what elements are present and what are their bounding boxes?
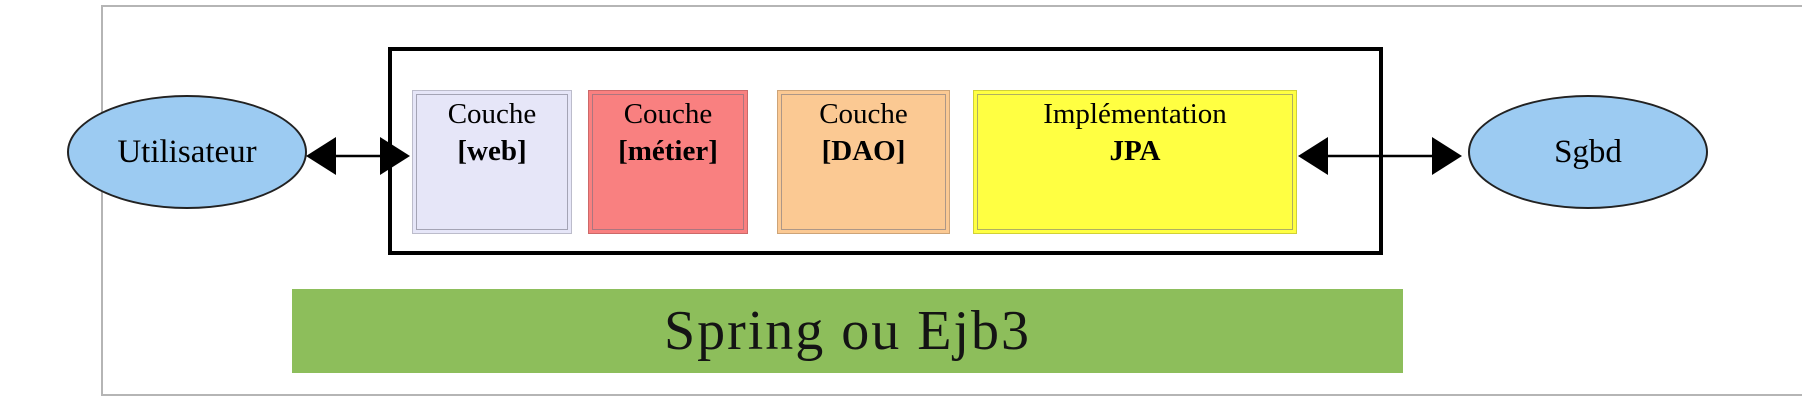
layer-metier-tag: [métier]	[618, 135, 718, 167]
database-ellipse: Sgbd	[1468, 95, 1708, 209]
layer-web-tag: [web]	[457, 135, 527, 167]
layer-jpa-title: Implémentation	[1043, 98, 1227, 130]
layer-dao-title: Couche	[819, 98, 908, 130]
layer-jpa-tag: JPA	[1109, 135, 1161, 167]
layer-metier-title: Couche	[623, 98, 713, 130]
framework-banner-label: Spring ou Ejb3	[663, 300, 1032, 362]
layer-box-dao: Couche [DAO]	[777, 90, 950, 234]
database-label: Sgbd	[1554, 133, 1622, 170]
page-frame	[101, 5, 1802, 396]
layer-dao-tag: [DAO]	[821, 135, 906, 167]
layer-web-title: Couche	[447, 98, 537, 130]
layer-box-metier: Couche [métier]	[588, 90, 748, 234]
user-label: Utilisateur	[117, 133, 257, 170]
layer-box-jpa: Implémentation JPA	[973, 90, 1297, 234]
framework-banner: Spring ou Ejb3	[292, 289, 1403, 373]
user-ellipse: Utilisateur	[67, 95, 307, 209]
layer-box-web: Couche [web]	[412, 90, 572, 234]
